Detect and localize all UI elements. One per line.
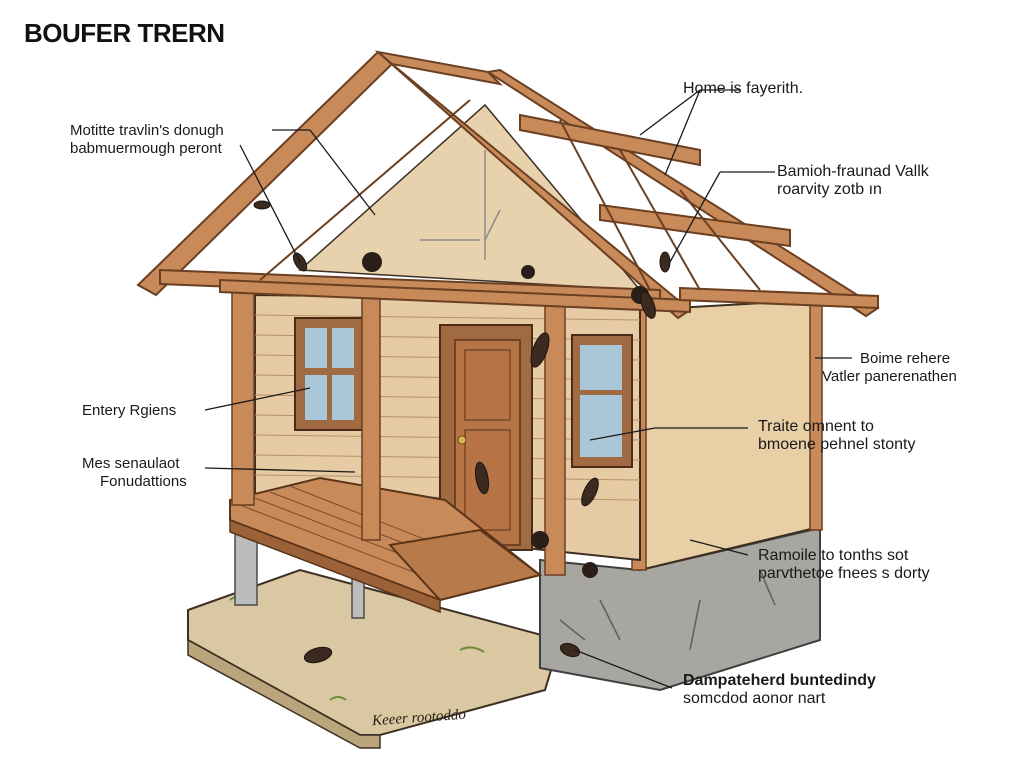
- window-left: [295, 318, 363, 430]
- diagram-title: BOUFER TRERN: [24, 18, 225, 49]
- label-damage-line1: Bamioh-fraunad Vallk: [777, 163, 929, 181]
- label-traite-line2: bmoene pehnel stonty: [758, 436, 915, 454]
- label-bottom-line1: Dampateherd buntedindy: [683, 672, 876, 690]
- label-boime-line2: Vatler panerenathen: [822, 368, 957, 386]
- window-right: [572, 335, 632, 467]
- label-ramoile: Ramoile to tonths sot parvthetoe fnees s…: [758, 547, 930, 583]
- label-foundations-line2: Fonudattions: [82, 473, 187, 491]
- label-damage-line2: roarvity zotb ın: [777, 181, 929, 199]
- label-foundations: Mes senaulaot Fonudattions: [82, 455, 187, 491]
- label-bottom-line2: somcdod aonor nart: [683, 690, 876, 708]
- label-moisture-line2: babmuermough peront: [70, 140, 224, 158]
- label-damage: Bamioh-fraunad Vallk roarvity zotb ın: [777, 163, 929, 199]
- label-moisture-line1: Motitte travlin's donugh: [70, 122, 224, 140]
- label-ramoile-line1: Ramoile to tonths sot: [758, 547, 930, 565]
- label-traite: Traite omnent to bmoene pehnel stonty: [758, 418, 915, 454]
- label-ramoile-line2: parvthetoe fnees s dorty: [758, 565, 930, 583]
- label-entry: Entery Rgiens: [82, 402, 176, 420]
- label-foundations-line1: Mes senaulaot: [82, 455, 187, 473]
- label-home: Home is fayerith.: [683, 80, 803, 98]
- label-boime: Boime rehere Vatler panerenathen: [822, 350, 957, 386]
- label-bottom: Dampateherd buntedindy somcdod aonor nar…: [683, 672, 876, 708]
- label-traite-line1: Traite omnent to: [758, 418, 915, 436]
- label-moisture: Motitte travlin's donugh babmuermough pe…: [70, 122, 224, 158]
- label-boime-line1: Boime rehere: [822, 350, 957, 368]
